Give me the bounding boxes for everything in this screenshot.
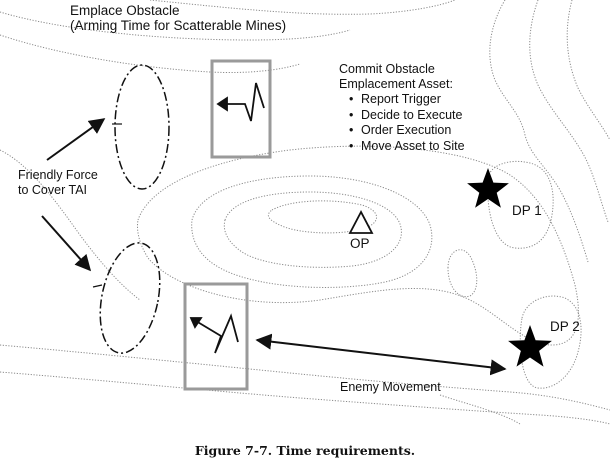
star-icon [467,168,509,208]
commit-asset-label: Commit Obstacle Emplacement Asset: Repor… [339,62,465,154]
terrain-contours [0,0,610,425]
friendly-line2: to Cover TAI [18,183,88,197]
contour-line [0,371,610,425]
contour-line [223,191,402,268]
contour-line [566,0,610,141]
commit-title-line2: Emplacement Asset: [339,77,453,91]
obstacle-minefield-icon [216,82,265,122]
contour-line [489,0,589,263]
emplace-obstacle-label: Emplace Obstacle (Arming Time for Scatte… [70,3,286,33]
commit-step: Move Asset to Site [349,139,465,155]
tai-oval-lower [99,242,161,354]
commit-steps-list: Report Trigger Decide to Execute Order E… [349,92,465,154]
contour-line [0,344,610,411]
contour-line [529,0,609,223]
commit-step: Order Execution [349,123,465,139]
enemy-movement-label: Enemy Movement [340,380,441,394]
star-icon [508,325,552,367]
friendly-force-label: Friendly Force to Cover TAI [18,168,98,198]
friendly-line1: Friendly Force [18,168,98,182]
dp2-label: DP 2 [550,319,580,334]
op-label: OP [350,236,370,251]
friendly-arrow-upper [46,118,106,161]
contour-line [267,200,377,234]
obstacle-box-lower [183,282,249,391]
dp1-label: DP 1 [512,203,542,218]
contour-line [0,11,351,41]
enemy-movement-arrow [255,333,507,376]
triangle-op-icon [348,210,374,234]
emplace-subtitle: (Arming Time for Scatterable Mines) [70,18,287,33]
obstacle-minefield-icon [189,313,239,354]
commit-title-line1: Commit Obstacle [339,62,435,76]
commit-step: Decide to Execute [349,108,465,124]
contour-line [0,34,301,74]
tai-tick [92,284,103,288]
figure-caption: Figure 7-7. Time requirements. [194,443,416,458]
contour-line [0,149,141,301]
contour-line [137,145,579,346]
contour-line [487,160,554,249]
commit-step: Report Trigger [349,92,465,108]
contour-line [447,249,478,298]
obstacle-box-upper [210,59,272,159]
friendly-arrow-lower [41,215,92,272]
emplace-title: Emplace Obstacle [70,3,180,18]
contour-line [191,175,433,288]
contour-line [439,394,521,425]
contour-line [149,0,456,15]
tai-oval-upper [114,64,170,190]
